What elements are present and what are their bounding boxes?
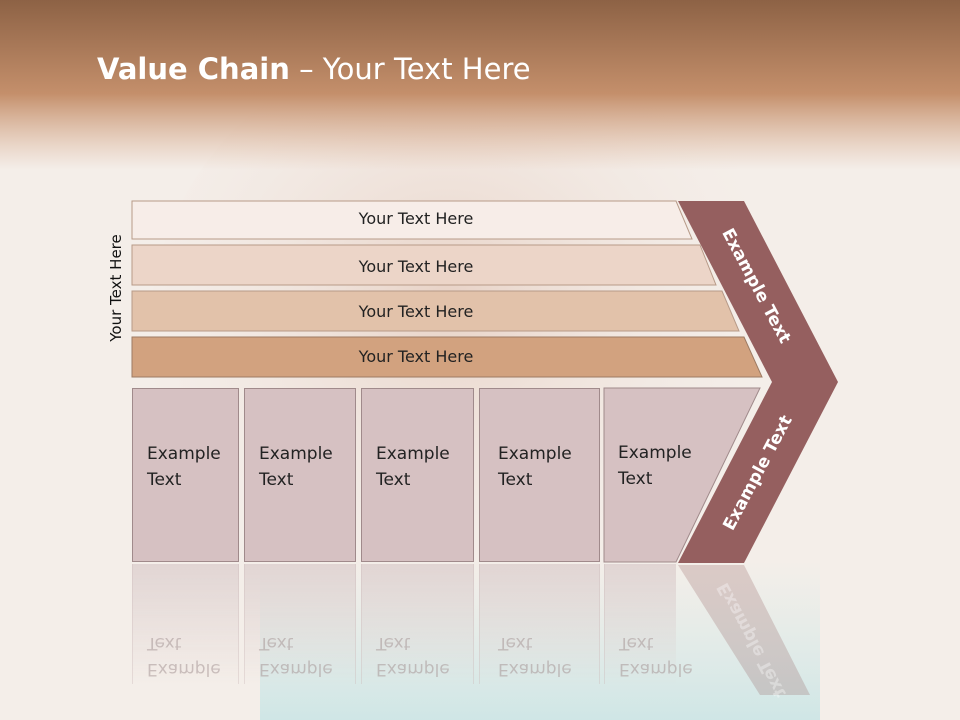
box-1-line2: Text [147,470,182,490]
box-4-line1: Example [498,444,572,464]
box-3-line1: Example [376,444,450,464]
bar-4-label: Your Text Here [358,347,474,366]
slide-title: Value Chain – Your Text Here [97,52,531,86]
box-5-shape [603,387,761,563]
title-rest: – Your Text Here [289,52,531,86]
bar-3-label: Your Text Here [358,302,474,321]
bar-4 [131,336,763,378]
title-bold: Value Chain [97,52,290,86]
box-3-line2: Text [376,470,411,490]
bar-1-label: Your Text Here [358,209,474,228]
chevron-reflection [678,565,810,695]
bar-2 [131,244,717,286]
chevron-upper [678,201,838,382]
chevron-lower [678,382,838,563]
box-4-line2: Text [498,470,533,490]
box-1-line1: Example [147,444,221,464]
bar-3 [131,290,740,332]
bar-2-label: Your Text Here [358,257,474,276]
box-5-line1: Example [618,443,692,463]
bar-1 [131,200,693,240]
box-2-line2: Text [259,470,294,490]
box-2-line1: Example [259,444,333,464]
box-5-line2: Text [618,469,653,489]
